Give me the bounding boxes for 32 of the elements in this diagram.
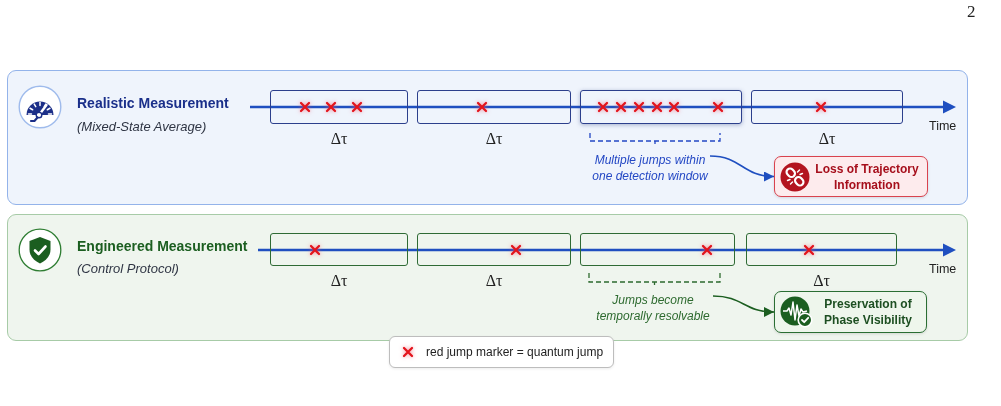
interval-box: [270, 233, 408, 266]
outcome-text: Loss of Trajectory Information: [814, 160, 920, 193]
interval-label: Δτ: [485, 130, 503, 148]
axis-label: Time: [929, 119, 957, 133]
panel-subtitle: (Control Protocol): [77, 261, 179, 277]
interval-box: [746, 233, 897, 266]
measurement-panel: [7, 214, 968, 341]
interval-label: Δτ: [813, 272, 830, 290]
panel-subtitle: (Mixed-State Average): [77, 119, 207, 135]
interval-box: [417, 90, 571, 124]
outcome-box: [774, 156, 928, 197]
interval-box: [580, 90, 742, 124]
outcome-box: [774, 291, 927, 333]
interval-label: Δτ: [330, 130, 348, 148]
measurement-panel: [7, 70, 968, 205]
page-number: 2: [967, 2, 976, 22]
connector-arrow: [709, 155, 775, 181]
outcome-text: Preservation of Phase Visibility: [823, 296, 913, 328]
axis-label: Time: [929, 262, 957, 276]
interval-box: [417, 233, 571, 266]
panel-heading: Engineered Measurement: [77, 238, 248, 255]
interval-box: [580, 233, 735, 266]
interval-label: Δτ: [818, 130, 836, 148]
annotation-text: Multiple jumps within one detection window: [590, 152, 710, 184]
connector-arrow: [712, 295, 775, 317]
annotation-text: Jumps become temporally resolvable: [593, 292, 713, 324]
legend-text: red jump marker = quantum jump: [426, 345, 604, 359]
interval-label: Δτ: [485, 272, 503, 290]
interval-box: [751, 90, 903, 124]
interval-label: Δτ: [330, 272, 348, 290]
panel-heading: Realistic Measurement: [77, 95, 229, 112]
interval-box: [270, 90, 408, 124]
